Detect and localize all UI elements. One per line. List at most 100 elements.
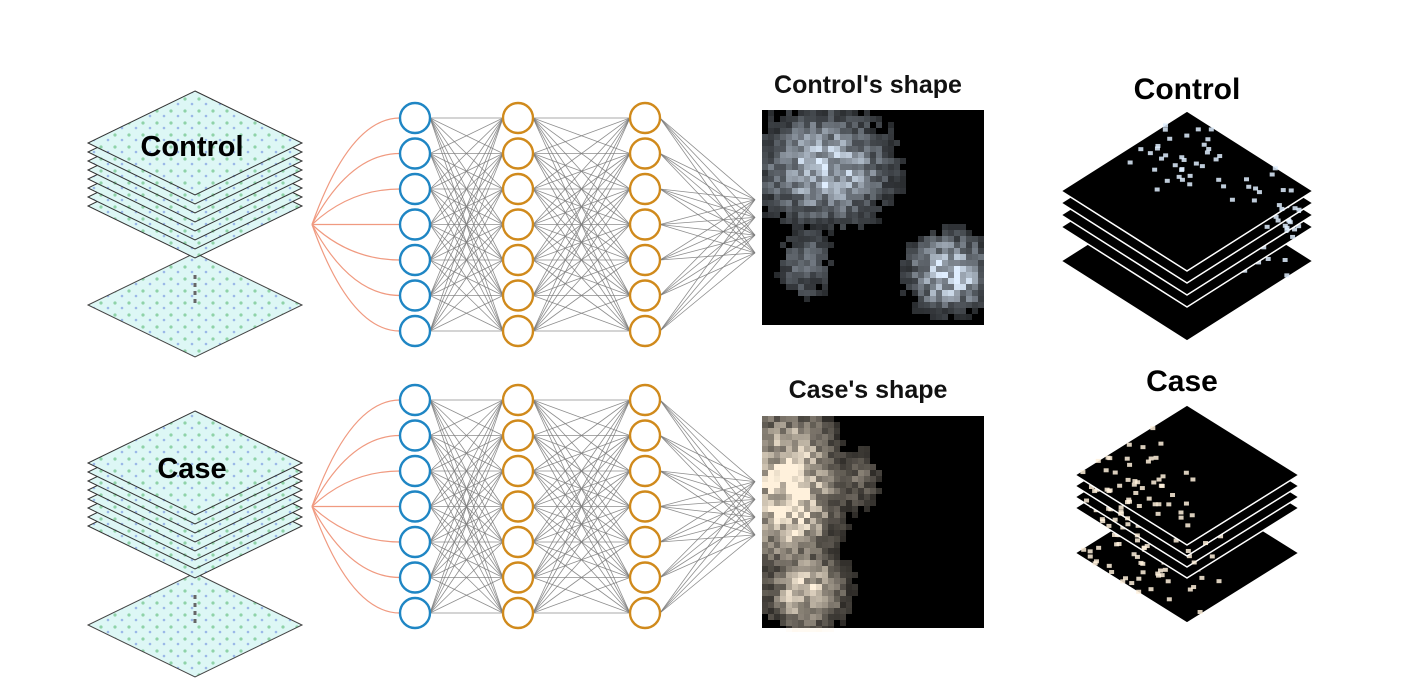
output-speckle bbox=[1151, 480, 1157, 485]
output-connection bbox=[659, 435, 756, 483]
heatmap-cell bbox=[768, 596, 774, 602]
heatmap-cell bbox=[762, 416, 768, 422]
heatmap-cell bbox=[822, 128, 828, 134]
output-speckle bbox=[1276, 203, 1282, 208]
output-speckle bbox=[1108, 507, 1114, 512]
heatmap-cell bbox=[858, 194, 864, 200]
heatmap-cell bbox=[960, 266, 966, 272]
heatmap-cell bbox=[780, 590, 786, 596]
heatmap-cell bbox=[768, 158, 774, 164]
heatmap-cell bbox=[792, 218, 798, 224]
heatmap-cell bbox=[966, 290, 972, 296]
heatmap-cell bbox=[762, 584, 768, 590]
heatmap-cell bbox=[780, 164, 786, 170]
heatmap-cell bbox=[942, 314, 948, 320]
heatmap-cell bbox=[792, 254, 798, 260]
heatmap-cell bbox=[768, 572, 774, 578]
heatmap-cell bbox=[786, 140, 792, 146]
heatmap-cell bbox=[804, 266, 810, 272]
heatmap-cell bbox=[828, 482, 834, 488]
output-speckle bbox=[1103, 468, 1109, 473]
heatmap-cell bbox=[828, 110, 834, 116]
heatmap-cell bbox=[840, 212, 846, 218]
heatmap-cell bbox=[828, 428, 834, 434]
heatmap-cell bbox=[780, 488, 786, 494]
output-speckle bbox=[1172, 163, 1178, 168]
output-speckle bbox=[1158, 441, 1164, 446]
heatmap-cell bbox=[780, 452, 786, 458]
heatmap-cell bbox=[900, 158, 906, 164]
heatmap-cell bbox=[780, 572, 786, 578]
heatmap-cell bbox=[768, 452, 774, 458]
heatmap-cell bbox=[816, 482, 822, 488]
heatmap-cell bbox=[792, 452, 798, 458]
heatmap-cell bbox=[792, 482, 798, 488]
shape-title-control: Control's shape bbox=[774, 71, 962, 99]
heatmap-cell bbox=[834, 596, 840, 602]
heatmap-cell bbox=[792, 446, 798, 452]
heatmap-cell bbox=[828, 512, 834, 518]
heatmap-cell bbox=[924, 236, 930, 242]
heatmap-cell bbox=[822, 158, 828, 164]
heatmap-cell bbox=[792, 572, 798, 578]
heatmap-cell bbox=[840, 206, 846, 212]
heatmap-cell bbox=[948, 230, 954, 236]
heatmap-cell bbox=[918, 266, 924, 272]
heatmap-cell bbox=[852, 572, 858, 578]
heatmap-cell bbox=[798, 422, 804, 428]
network-case bbox=[311, 383, 756, 630]
layer-connection bbox=[429, 117, 504, 154]
output-speckle bbox=[1292, 227, 1298, 232]
heatmap-cell bbox=[834, 542, 840, 548]
heatmap-cell bbox=[834, 518, 840, 524]
output-speckle bbox=[1109, 570, 1115, 575]
heatmap-cell bbox=[804, 218, 810, 224]
input-connection bbox=[311, 188, 401, 225]
heatmap-cell bbox=[846, 164, 852, 170]
heatmap-cell bbox=[846, 122, 852, 128]
heatmap-cell bbox=[822, 470, 828, 476]
heatmap-cell bbox=[858, 116, 864, 122]
heatmap-cell bbox=[936, 254, 942, 260]
heatmap-cell bbox=[774, 590, 780, 596]
heatmap-cell bbox=[954, 236, 960, 242]
heatmap-cell bbox=[762, 482, 768, 488]
heatmap-cell bbox=[966, 242, 972, 248]
heatmap-cell bbox=[828, 578, 834, 584]
heatmap-cell bbox=[810, 272, 816, 278]
output-connection bbox=[659, 199, 756, 225]
output-speckle bbox=[1191, 560, 1197, 565]
input-connection bbox=[311, 470, 401, 507]
heatmap-cell bbox=[816, 542, 822, 548]
heatmap-cell bbox=[816, 434, 822, 440]
heatmap-cell bbox=[870, 482, 876, 488]
heatmap-cell bbox=[864, 500, 870, 506]
heatmap-cell bbox=[786, 494, 792, 500]
heatmap-cell bbox=[762, 158, 768, 164]
heatmap-cell bbox=[780, 470, 786, 476]
heatmap-cell bbox=[852, 170, 858, 176]
layer-connection bbox=[429, 399, 504, 472]
heatmap-cell bbox=[840, 452, 846, 458]
output-connection bbox=[659, 217, 756, 261]
heatmap-cell bbox=[822, 206, 828, 212]
heatmap-cell bbox=[930, 242, 936, 248]
output-speckle bbox=[1092, 561, 1098, 566]
heatmap-cell bbox=[852, 122, 858, 128]
heatmap-cell bbox=[888, 140, 894, 146]
heatmap-cell bbox=[840, 110, 846, 116]
heatmap-cell bbox=[972, 248, 978, 254]
heatmap-cell bbox=[852, 188, 858, 194]
heatmap-cell bbox=[936, 236, 942, 242]
heatmap-cell bbox=[858, 188, 864, 194]
heatmap-cell bbox=[828, 122, 834, 128]
output-speckle bbox=[1204, 150, 1210, 155]
heatmap-cell bbox=[930, 236, 936, 242]
heatmap-cell bbox=[822, 458, 828, 464]
heatmap-cell bbox=[816, 572, 822, 578]
heatmap-cell bbox=[834, 566, 840, 572]
heatmap-cell bbox=[804, 236, 810, 242]
heatmap-cell bbox=[834, 494, 840, 500]
heatmap-cell bbox=[918, 284, 924, 290]
heatmap-cell bbox=[942, 302, 948, 308]
